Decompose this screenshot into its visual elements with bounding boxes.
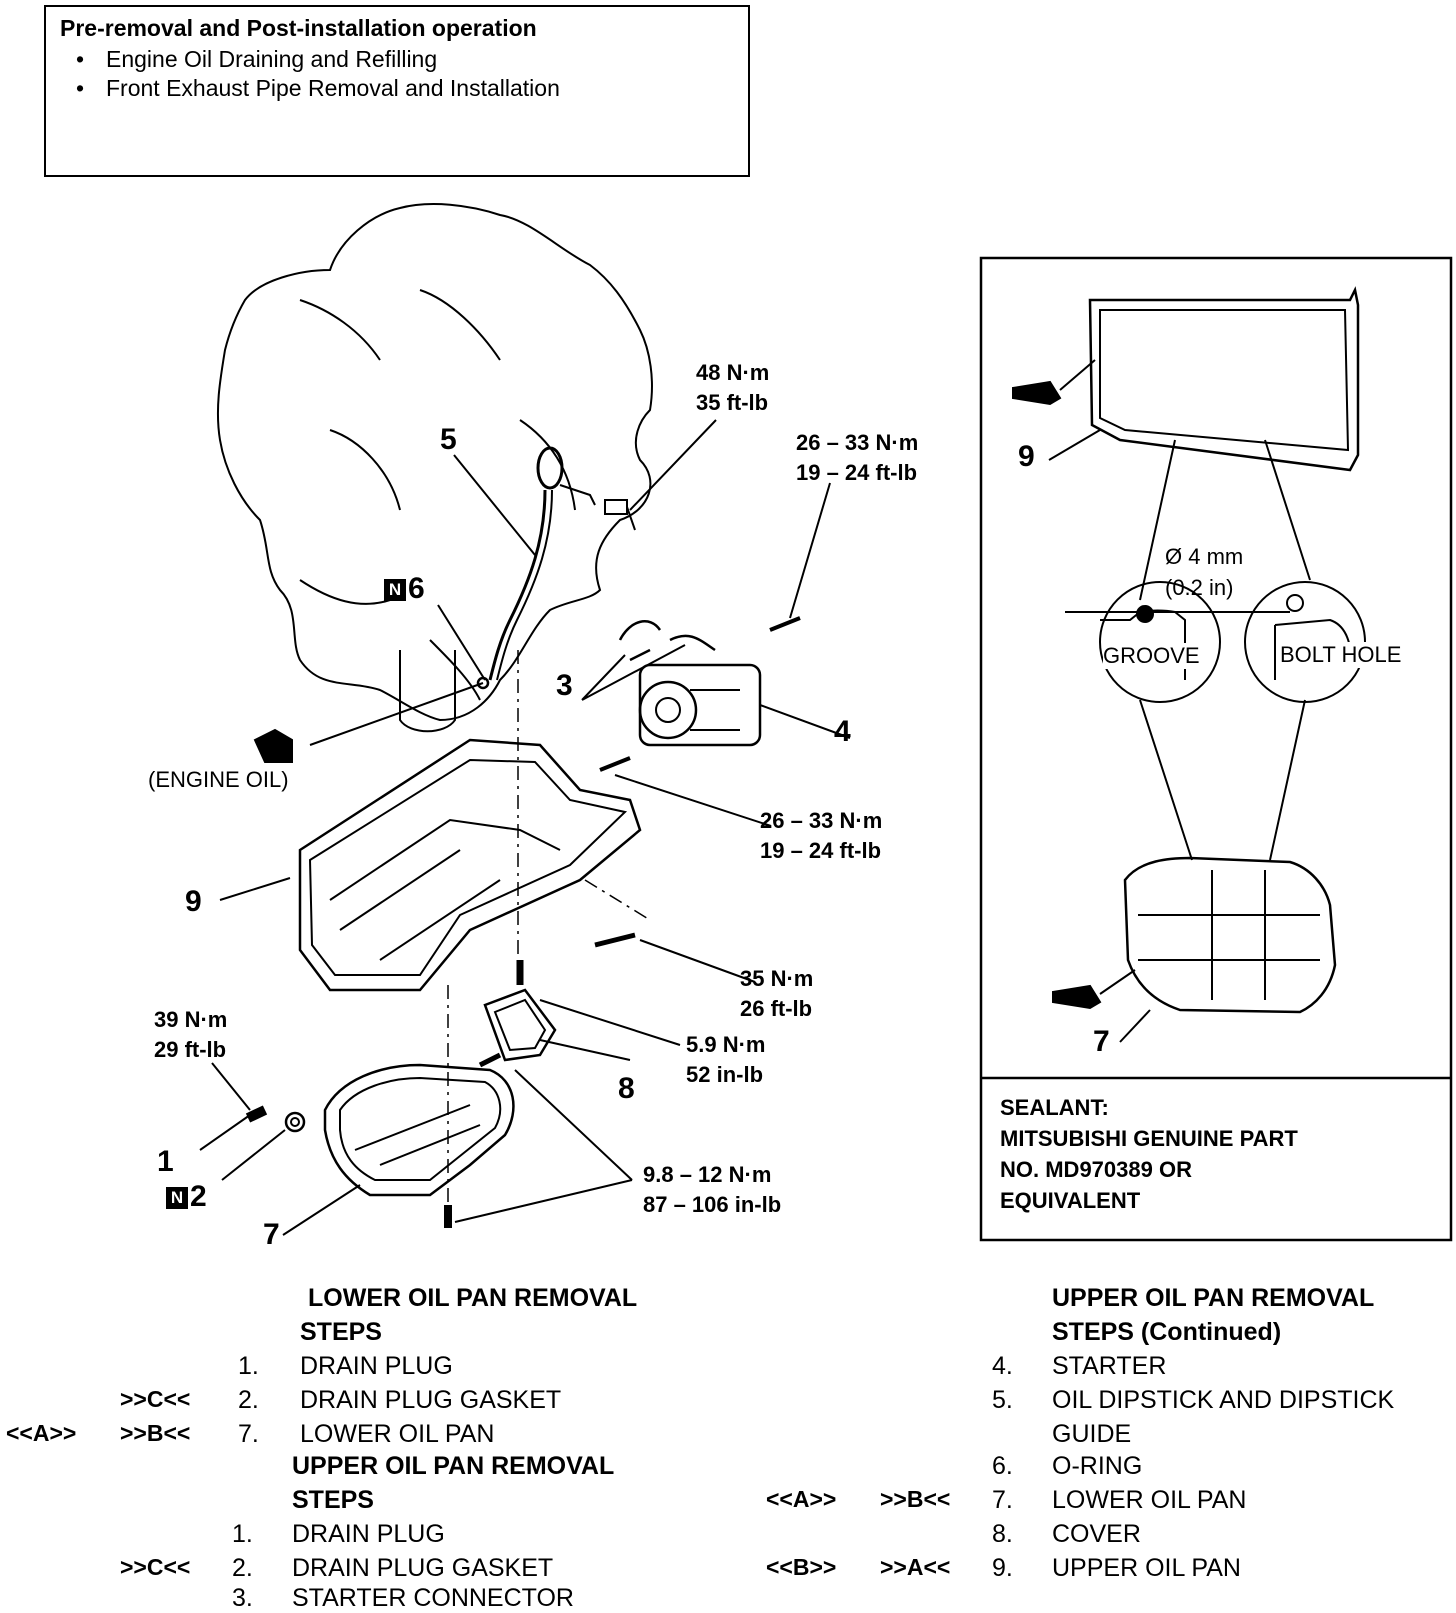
sealant-tube-icon [1052, 984, 1102, 1010]
callout-9: 9 [185, 885, 202, 918]
groove-detail-circle [1099, 581, 1221, 703]
callout-3: 3 [556, 669, 573, 702]
oil-filter [399, 650, 456, 733]
dipstick-bracket [559, 484, 596, 506]
n-badge-icon: N [166, 1187, 188, 1210]
dipstick-handle [536, 446, 564, 490]
cover-bolt [478, 1052, 502, 1068]
pre-removal-box: Pre-removal and Post-installation operat… [44, 5, 750, 177]
inset-callout-9: 9 [1018, 440, 1035, 473]
bolt-hole-label: BOLT HOLE [1280, 642, 1402, 668]
starter-connector [618, 620, 716, 662]
dipstick-bolt [604, 499, 628, 515]
engine-block-outline [216, 203, 653, 722]
engine-oil-label: (ENGINE OIL) [148, 767, 289, 792]
upper-drain-plug [245, 1105, 268, 1123]
drain-plug-gasket [284, 1111, 306, 1133]
pan-bolt [594, 932, 636, 948]
starter-bolt [599, 616, 801, 772]
groove-label: GROOVE [1103, 643, 1200, 669]
lower-steps-header: STEPS [300, 1318, 382, 1346]
upper-steps-continued-header: UPPER OIL PAN REMOVAL [1052, 1284, 1375, 1312]
bead-size-mm: Ø 4 mm [1165, 544, 1244, 569]
inset-callout-7: 7 [1093, 1025, 1110, 1058]
starter-face [638, 680, 698, 740]
inset-lower-pan [1123, 856, 1337, 1014]
callout-7: 7 [263, 1218, 280, 1251]
lower-steps-header: LOWER OIL PAN REMOVAL [308, 1284, 638, 1312]
lower-oil-pan [323, 1063, 515, 1197]
pre-removal-title: Pre-removal and Post-installation operat… [60, 15, 537, 41]
upper-steps-header: UPPER OIL PAN REMOVAL [292, 1452, 615, 1480]
n-badge-icon: N [384, 579, 406, 602]
engine-block-detail [299, 289, 576, 701]
upper-steps-header: STEPS [292, 1486, 374, 1514]
inset-upper-pan [1088, 286, 1360, 472]
pre-removal-item: •Front Exhaust Pipe Removal and Installa… [76, 75, 560, 101]
upper-steps-continued-header: STEPS (Continued) [1052, 1318, 1282, 1346]
callout-1: 1 [157, 1145, 174, 1178]
callout-5: 5 [440, 423, 457, 456]
assembly-line [447, 650, 651, 1205]
engine-oil-can-icon [253, 728, 293, 763]
leader-line [199, 419, 851, 1236]
bullet-icon: • [76, 75, 85, 101]
dipstick-tube [488, 489, 547, 681]
dipstick-tube [496, 489, 553, 681]
upper-oil-pan [298, 738, 642, 992]
bead-size-in: (0.2 in) [1165, 575, 1234, 600]
callout-4: 4 [834, 715, 851, 748]
inset-frame [979, 256, 1453, 1242]
callout-8: 8 [618, 1072, 635, 1105]
leader-line [1119, 1009, 1151, 1043]
leader-line [1048, 429, 1101, 461]
sealant-tube-icon [1012, 380, 1062, 406]
pre-removal-item: •Engine Oil Draining and Refilling [76, 46, 438, 72]
bullet-icon: • [76, 46, 85, 72]
